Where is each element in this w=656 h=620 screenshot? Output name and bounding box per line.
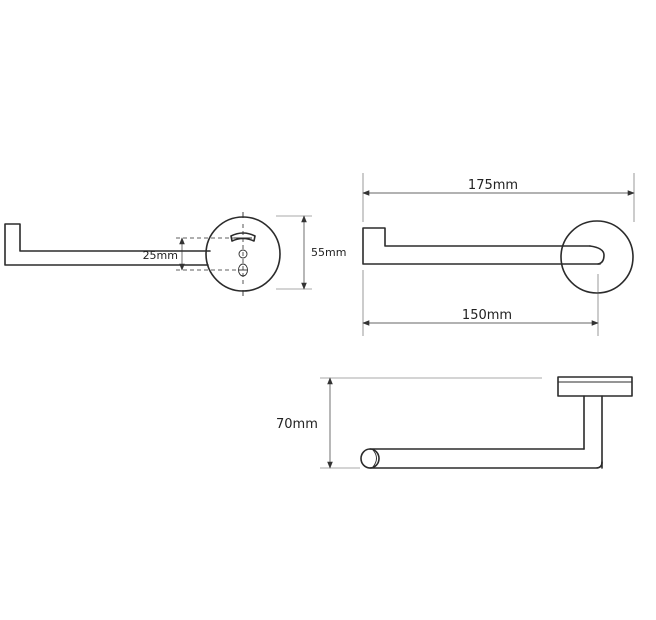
front-view-arm (369, 448, 603, 469)
top-view-plate (560, 220, 634, 294)
side-view-arm (4, 223, 211, 266)
width-top-label: 175mm (468, 178, 518, 193)
front-view-post (583, 395, 603, 469)
front-view-plate (557, 376, 633, 397)
front-view-end-cap (360, 448, 380, 469)
center-hole (238, 249, 248, 259)
plate-height-label: 55mm (311, 246, 346, 259)
top-view-arm (362, 227, 601, 265)
depth-label: 70mm (276, 417, 318, 432)
front-view: 70mm (276, 376, 633, 469)
upper-slot (230, 232, 256, 242)
slot-spacing-label: 25mm (143, 249, 178, 262)
top-view: 175mm 150mm (362, 173, 635, 336)
side-view: 25mm 55mm (4, 212, 346, 296)
width-inner-label: 150mm (462, 308, 512, 323)
